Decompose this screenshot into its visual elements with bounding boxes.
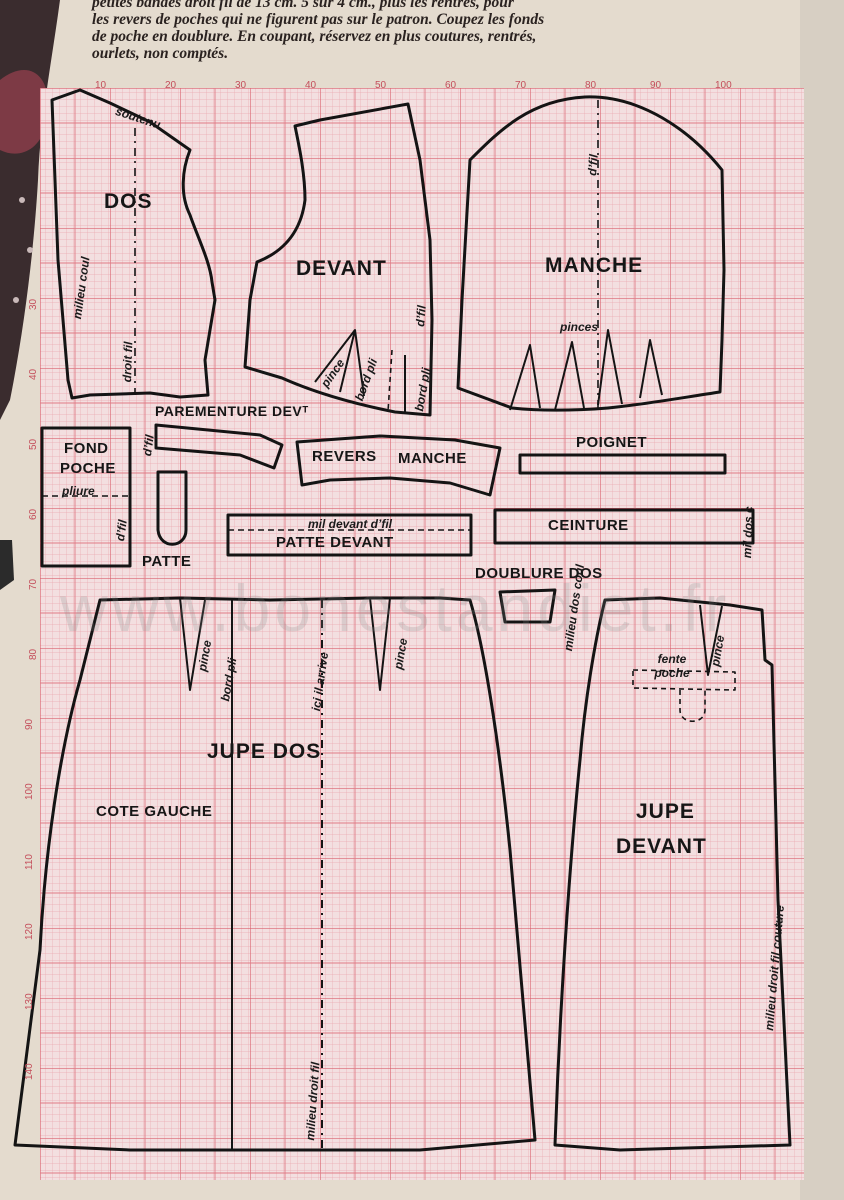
ruler-tick: 90 xyxy=(650,80,662,91)
ruler-tick: 50 xyxy=(28,438,39,450)
ruler-tick: 70 xyxy=(28,578,39,590)
label-doublure-dos: DOUBLURE DOS xyxy=(475,565,603,582)
label-devant: DEVANT xyxy=(296,257,387,280)
ruler-tick: 30 xyxy=(28,298,39,310)
parementure-piece xyxy=(154,423,284,470)
ruler-tick: 120 xyxy=(24,923,35,940)
intro-line: petites bandes droit fil de 13 cm. 5 sur… xyxy=(92,0,514,11)
label-patte-devant: PATTE DEVANT xyxy=(276,534,394,551)
label-cote-gauche: COTE GAUCHE xyxy=(96,803,213,820)
intro-line: de poche en doublure. En coupant, réserv… xyxy=(92,28,537,45)
ruler-tick: 100 xyxy=(24,783,35,800)
ruler-tick: 80 xyxy=(585,80,597,91)
annotation-mil-devant: mil devant d’fil xyxy=(308,517,393,531)
annotation-d-fil: d’fil xyxy=(113,518,130,542)
label-jupe-devant-2: DEVANT xyxy=(616,835,707,858)
ruler-tick: 40 xyxy=(28,368,39,380)
label-fond-poche: FOND xyxy=(64,440,109,457)
poignet-piece xyxy=(518,453,727,475)
jupe-devant-piece xyxy=(553,596,792,1152)
watermark: www.bonestandiet.fr xyxy=(60,571,731,645)
annotation-fente-poche: fente poche xyxy=(654,652,690,680)
ruler-tick: 60 xyxy=(28,508,39,520)
ruler-tick: 110 xyxy=(24,854,35,870)
label-fond-poche-2: POCHE xyxy=(60,460,116,477)
ceinture-piece xyxy=(493,508,755,545)
ruler-tick: 30 xyxy=(235,80,247,91)
dos-piece xyxy=(50,88,217,400)
label-poignet: POIGNET xyxy=(576,434,648,451)
ruler-tick: 40 xyxy=(305,80,317,91)
label-jupe-dos: JUPE DOS xyxy=(207,740,322,763)
ruler-tick: 100 xyxy=(715,80,732,91)
label-parementure: PAREMENTURE DEVᵀ xyxy=(155,403,309,419)
ruler-tick: 140 xyxy=(24,1063,35,1080)
fond-poche-piece xyxy=(40,426,132,568)
annotation-d-fil: d’fil xyxy=(413,304,429,328)
annotation-d-fil: d’fil xyxy=(585,153,601,177)
ruler-tick: 60 xyxy=(445,80,457,91)
doublure-dos-piece xyxy=(498,588,557,624)
jupe-dos-piece xyxy=(13,596,537,1152)
ruler-tick: 130 xyxy=(24,993,35,1010)
devant-piece xyxy=(243,102,434,417)
intro-line: ourlets, non comptés. xyxy=(92,45,229,62)
annotation-mil-dos: mil dos c xyxy=(740,506,756,559)
manche-piece xyxy=(456,95,726,412)
ruler-tick: 70 xyxy=(515,80,527,91)
annotation-pinces: pinces xyxy=(560,320,599,334)
label-jupe-devant: JUPE xyxy=(636,800,695,823)
revers-manche-piece xyxy=(295,434,502,497)
annotation-droit-fil: droit fil xyxy=(120,341,136,383)
annotation-d-fil: d’fil xyxy=(140,433,157,457)
annotation-pliure: pliure xyxy=(62,484,95,498)
patte-devant-piece xyxy=(226,513,473,557)
label-manche: MANCHE xyxy=(545,254,644,277)
ruler-tick: 20 xyxy=(165,80,177,91)
label-patte: PATTE xyxy=(142,553,192,570)
intro-line: les revers de poches qui ne figurent pas… xyxy=(92,11,545,28)
ruler-tick: 50 xyxy=(375,80,387,91)
label-revers-manche: MANCHE xyxy=(398,450,467,467)
ruler-tick: 80 xyxy=(28,648,39,660)
label-revers: REVERS xyxy=(312,448,377,465)
ruler-tick: 10 xyxy=(95,80,107,91)
intro-text: petites bandes droit fil de 13 cm. 5 sur… xyxy=(92,0,782,62)
ruler-tick: 90 xyxy=(24,718,35,730)
patte-piece xyxy=(156,470,188,546)
label-ceinture: CEINTURE xyxy=(548,517,629,534)
label-dos: DOS xyxy=(104,190,153,213)
